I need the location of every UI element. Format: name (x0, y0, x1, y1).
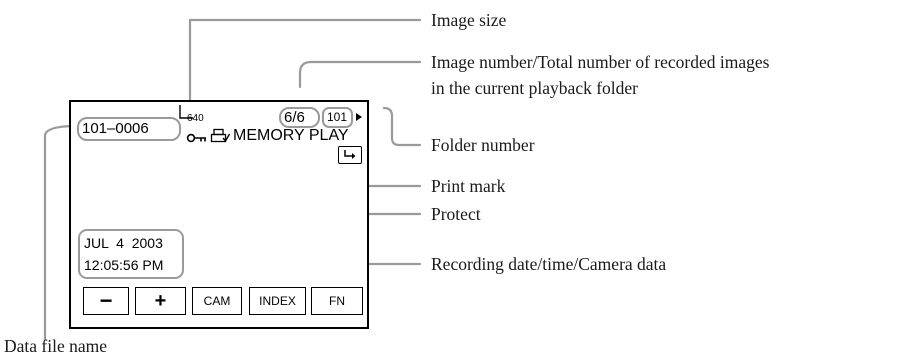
image-counter-highlight (279, 107, 320, 128)
callout-folder-number: Folder number (431, 135, 535, 155)
return-arrow-icon[interactable] (338, 146, 362, 164)
recording-date: JUL 4 2003 (84, 235, 163, 251)
plus-button[interactable]: + (135, 287, 186, 315)
leader-image-size (188, 18, 422, 106)
image-size-icon (179, 105, 193, 119)
image-size-value: 640 (187, 113, 204, 124)
callout-data-file-name: Data file name (4, 336, 108, 356)
leader-folder-number (382, 106, 422, 147)
data-file-name: 101–0006 (82, 120, 149, 137)
leader-image-number (298, 60, 422, 89)
callout-image-number-line1: Image number/Total number of recorded im… (431, 52, 770, 72)
recording-date-highlight (78, 229, 184, 279)
callout-protect: Protect (431, 204, 481, 224)
callout-image-size: Image size (431, 10, 507, 30)
callout-recording-date: Recording date/time/Camera data (431, 254, 667, 274)
callout-print-mark: Print mark (431, 176, 506, 196)
folder-number-box (322, 107, 353, 128)
folder-number: 101 (327, 110, 348, 124)
camera-screen (69, 100, 369, 329)
callout-image-number-line2: in the current playback folder (431, 78, 638, 98)
data-file-name-highlight (77, 117, 181, 141)
image-counter: 6/6 (284, 109, 305, 126)
folder-next-arrow-icon[interactable] (355, 112, 363, 122)
recording-time: 12:05:56 PM (84, 257, 164, 273)
index-button[interactable]: INDEX (249, 287, 306, 315)
cam-button[interactable]: CAM (192, 287, 242, 315)
mode-label: MEMORY PLAY (233, 127, 349, 144)
print-mark-icon (210, 128, 230, 143)
minus-button[interactable]: − (83, 287, 129, 315)
fn-button[interactable]: FN (311, 287, 363, 315)
key-icon (186, 133, 206, 143)
